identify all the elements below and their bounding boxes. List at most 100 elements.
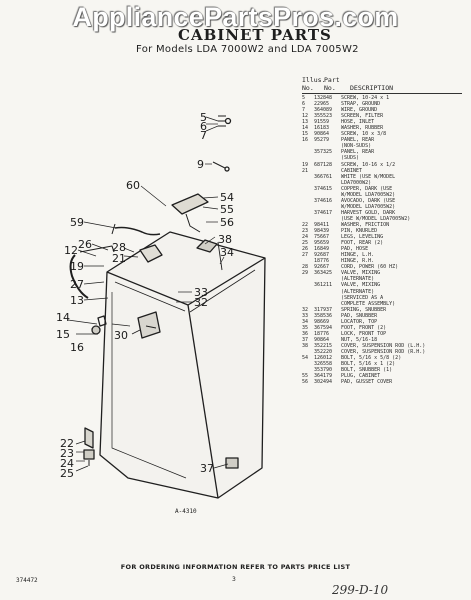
illus-number-cell: 16 xyxy=(302,137,309,144)
part-number-cell: 126012 xyxy=(314,355,333,362)
description-cell: PAD, HOSE xyxy=(341,246,369,253)
description-cell: BOLT, 5/16 x 1 (2) xyxy=(341,361,396,368)
parts-row: W/MODEL LDA7005W2) xyxy=(302,192,467,198)
illus-number-cell: 22 xyxy=(302,221,309,228)
illus-number-cell: 13 xyxy=(302,119,309,126)
illus-number-cell: 56 xyxy=(302,379,309,386)
illus-number-cell: 6 xyxy=(302,101,306,108)
callout-label: 27 xyxy=(70,278,84,291)
description-cell: PANEL, REAR xyxy=(341,137,375,144)
part-number-cell: 366761 xyxy=(314,173,333,180)
part-number-cell: 92687 xyxy=(314,252,330,259)
part-number-cell: 95659 xyxy=(314,240,330,247)
illus-number-cell: 29 xyxy=(302,270,309,277)
description-cell: PAD, GUSSET COVER xyxy=(341,379,393,386)
illus-number-cell: 38 xyxy=(302,342,309,349)
description-cell: CABINET xyxy=(341,167,363,174)
illus-number-cell: 33 xyxy=(302,312,309,319)
description-cell: HOSE, INLET xyxy=(341,119,375,126)
part-number-cell: 367594 xyxy=(314,324,333,331)
parts-row: W/MODEL LDA7005W2) xyxy=(302,204,467,210)
part-number-cell: 18776 xyxy=(314,258,330,265)
part-number-cell: 374615 xyxy=(314,185,333,192)
description-cell: LEGS, LEVELING xyxy=(341,234,384,241)
callout-label: 56 xyxy=(220,216,234,229)
parts-row: 366761 WHITE (USE W/MODEL xyxy=(302,174,467,180)
description-cell: SCREW, 10-16 x 1/2 xyxy=(341,161,396,168)
illus-number-cell: 19 xyxy=(302,161,309,168)
part-number-cell: 18776 xyxy=(314,330,330,337)
part-number-cell: 132848 xyxy=(314,95,333,101)
description-cell: COMPLETE ASSEMBLY) xyxy=(341,300,396,307)
part-number-cell: 302494 xyxy=(314,379,333,386)
parts-row: 13 91559 HOSE, INLET xyxy=(302,119,467,125)
parts-row: (NON-SUDS) xyxy=(302,143,467,149)
part-number-cell: 358536 xyxy=(314,312,333,319)
parts-row: (SERVICED AS A xyxy=(302,295,467,301)
ordering-footer: FOR ORDERING INFORMATION REFER TO PARTS … xyxy=(120,563,351,571)
illus-number-cell: 14 xyxy=(302,125,309,132)
illus-number-cell: 12 xyxy=(302,113,309,120)
parts-row: COMPLETE ASSEMBLY) xyxy=(302,301,467,307)
illus-number-cell: 32 xyxy=(302,306,309,313)
parts-row: (USE W/MODEL LDA7005W2) xyxy=(302,216,467,222)
illus-number-cell: 34 xyxy=(302,318,309,325)
description-cell: PLUG, CABINET xyxy=(341,373,381,380)
callout-label: 19 xyxy=(70,260,84,273)
description-cell: BOLT, SNUBBER (1) xyxy=(341,367,393,374)
callout-label: 14 xyxy=(56,311,70,324)
description-cell: W/MODEL LDA7005W2) xyxy=(341,191,396,198)
drawing-code: A-4310 xyxy=(175,508,197,515)
callout-label: 12 xyxy=(64,244,78,257)
callout-label: 37 xyxy=(200,462,214,475)
part-number-cell: 326558 xyxy=(314,361,333,368)
part-number-cell: 92667 xyxy=(314,264,330,271)
illus-number-cell: 35 xyxy=(302,324,309,331)
header-no-illus: No. xyxy=(302,84,314,92)
illus-number-cell: 55 xyxy=(302,373,309,380)
callout-label: 26 xyxy=(78,238,92,251)
illus-number-cell: 37 xyxy=(302,336,309,343)
illus-number-cell: 27 xyxy=(302,252,309,259)
header-description: DESCRIPTION xyxy=(350,84,394,92)
callout-label: 24 xyxy=(60,457,74,470)
description-cell: PANEL, REAR xyxy=(341,149,375,156)
part-number-cell: 98411 xyxy=(314,221,330,228)
callout-label: 59 xyxy=(70,216,84,229)
illus-number-cell: 24 xyxy=(302,234,309,241)
description-cell: BOLT, 5/16 x 5/8 (2) xyxy=(341,355,402,362)
part-number-cell: 91559 xyxy=(314,119,330,126)
description-cell: FOOT, REAR (2) xyxy=(341,240,384,247)
description-cell: HINGE, R.H. xyxy=(341,258,375,265)
part-number-cell: 22965 xyxy=(314,101,330,108)
callout-label: 25 xyxy=(60,467,74,480)
description-cell: LOCATOR, TOP xyxy=(341,318,378,325)
illus-number-cell: 28 xyxy=(302,264,309,271)
description-cell: PAD, SNUBBER xyxy=(341,312,378,319)
description-cell: WHITE (USE W/MODEL xyxy=(341,173,396,180)
description-cell: VALVE, MIXING xyxy=(341,270,381,277)
description-cell: SCREEN, FILTER xyxy=(341,113,384,120)
description-cell: AVOCADO, DARK (USE xyxy=(341,197,396,204)
part-number-cell: 352215 xyxy=(314,342,333,349)
callout-label: 15 xyxy=(56,328,70,341)
